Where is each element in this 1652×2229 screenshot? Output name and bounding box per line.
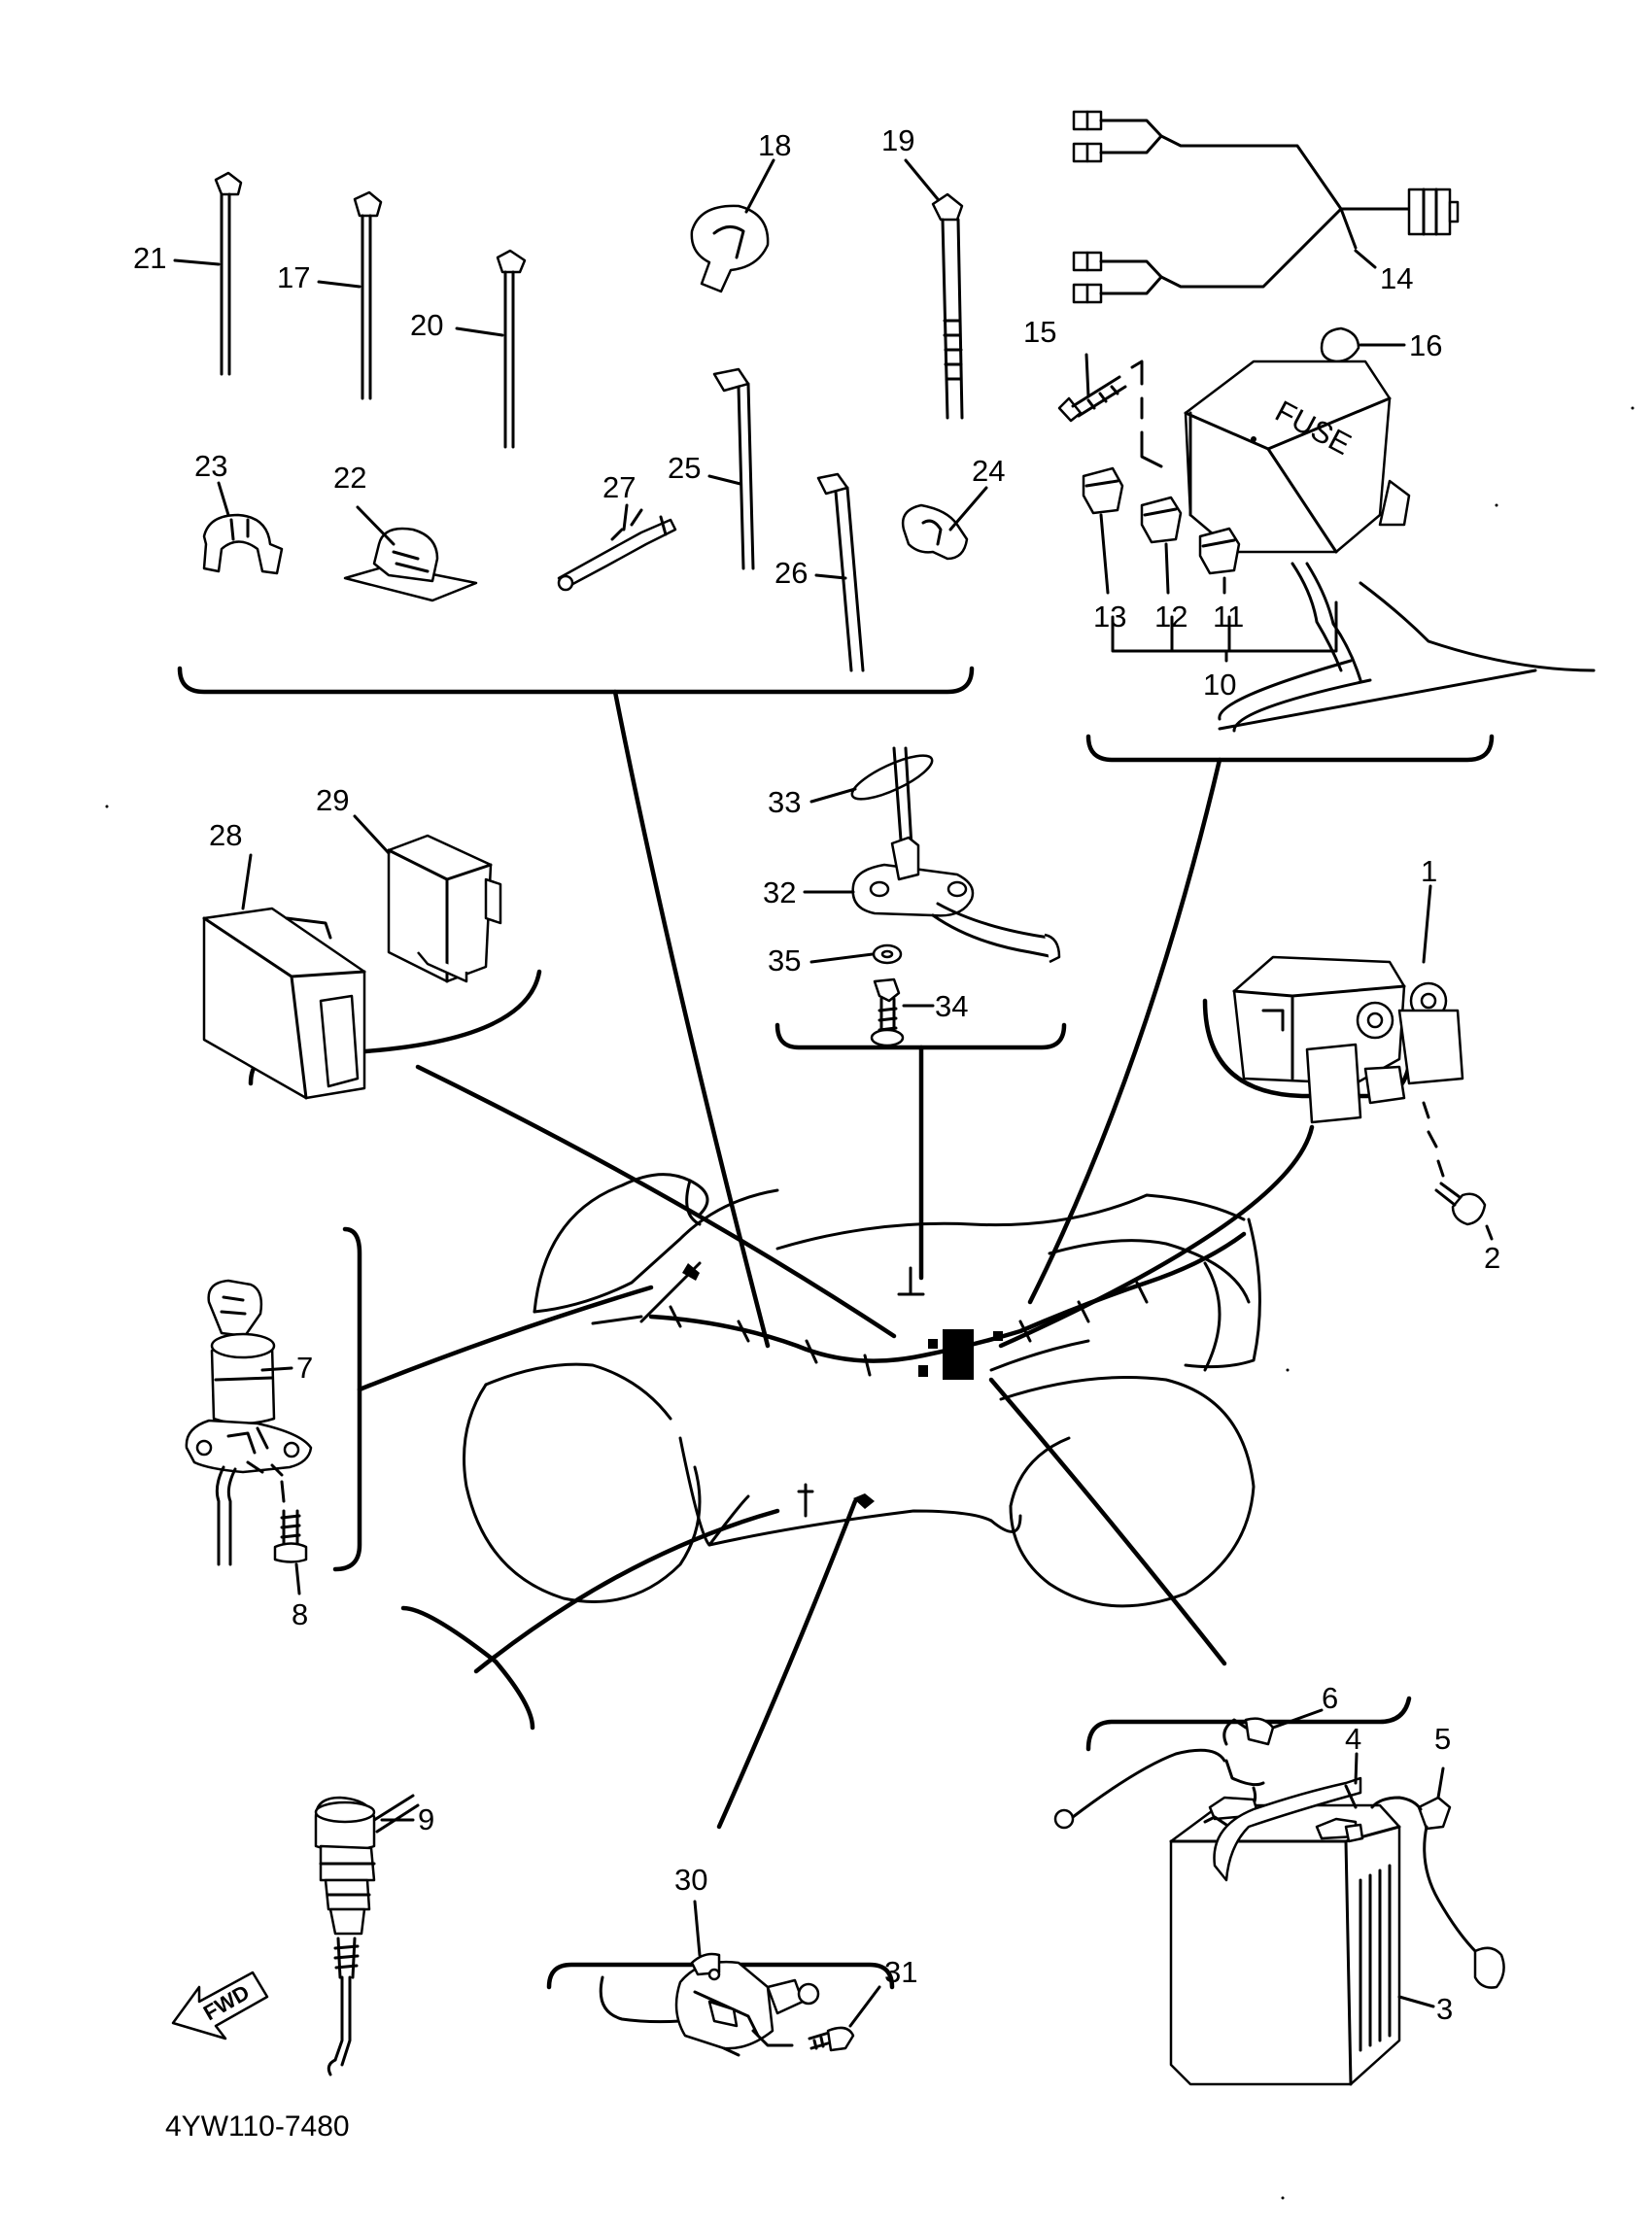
part-label-21: 21 xyxy=(133,241,166,275)
clamp-18 xyxy=(690,204,770,293)
screw-8 xyxy=(273,1509,308,1563)
central-relay-marker xyxy=(943,1329,974,1380)
part-label-26: 26 xyxy=(774,556,808,590)
sub-lead-14 xyxy=(1072,110,1460,304)
main-switch-7 xyxy=(185,1279,313,1566)
part-label-27: 27 xyxy=(602,470,636,504)
neutral-switch-9 xyxy=(314,1794,420,2076)
part-label-10: 10 xyxy=(1203,668,1236,702)
part-label-12: 12 xyxy=(1154,600,1187,634)
part-label-34: 34 xyxy=(935,989,968,1023)
fuse-13 xyxy=(1082,466,1124,515)
fuse-12 xyxy=(1140,496,1183,544)
cable-tie-20 xyxy=(496,249,527,449)
part-label-19: 19 xyxy=(881,123,914,157)
part-label-29: 29 xyxy=(316,783,349,817)
clamp-24 xyxy=(901,503,969,561)
bolt-2 xyxy=(1434,1182,1487,1226)
control-units-group xyxy=(202,834,502,1100)
clips-and-bands-group xyxy=(202,171,969,672)
leader-lines xyxy=(357,689,1315,1830)
group-brackets xyxy=(177,666,1495,1990)
bolt-34 xyxy=(870,977,905,1047)
clamp-27 xyxy=(557,508,677,592)
screw-15 xyxy=(1057,375,1127,423)
main-switch-group xyxy=(185,1279,313,1566)
cap-16 xyxy=(1320,326,1360,363)
component-30 xyxy=(599,1952,820,2057)
part-label-11: 11 xyxy=(1213,600,1244,634)
unit-28 xyxy=(202,907,366,1100)
scan-marks xyxy=(105,406,1635,2200)
fwd-arrow: FWD xyxy=(171,1971,269,2040)
cable-5 xyxy=(1370,1796,1505,1989)
cable-tie-17 xyxy=(353,190,383,400)
fuse-box-group: FUSE xyxy=(1057,110,1596,733)
part-label-24: 24 xyxy=(972,454,1005,488)
part-label-35: 35 xyxy=(768,943,801,977)
holder-22 xyxy=(343,527,478,602)
part-label-18: 18 xyxy=(758,128,791,162)
part-label-32: 32 xyxy=(763,875,796,909)
fuse-box-10: FUSE xyxy=(1184,360,1596,733)
part-label-1: 1 xyxy=(1421,854,1437,888)
part-label-6: 6 xyxy=(1322,1681,1338,1715)
diagram-code: 4YW110-7480 xyxy=(165,2110,350,2143)
part-labels: 1 2 3 4 5 6 7 8 9 10 11 12 13 14 15 16 1… xyxy=(133,123,1500,2028)
part-label-30: 30 xyxy=(674,1863,707,1897)
part-label-22: 22 xyxy=(333,461,366,495)
part-label-28: 28 xyxy=(209,818,242,852)
part-label-20: 20 xyxy=(410,308,443,342)
cable-tie-19 xyxy=(931,192,964,420)
part-label-9: 9 xyxy=(418,1802,434,1836)
motorcycle-outline xyxy=(463,1173,1261,1608)
part-label-5: 5 xyxy=(1434,1722,1451,1756)
part-label-23: 23 xyxy=(194,449,227,483)
cover-33 xyxy=(850,746,934,881)
screw-31 xyxy=(808,2026,855,2052)
starter-relay-group xyxy=(1232,955,1487,1226)
sensor-group: FWD 4YW110-7480 xyxy=(165,1794,420,2143)
battery-group xyxy=(1053,1717,1505,2086)
cable-tie-21 xyxy=(214,171,243,376)
clip-25 xyxy=(712,367,755,570)
holder-23 xyxy=(202,513,284,575)
washer-35 xyxy=(872,943,903,965)
part-label-16: 16 xyxy=(1409,328,1442,362)
switch-32 xyxy=(851,836,1061,964)
part-label-31: 31 xyxy=(884,1955,917,1989)
part-label-2: 2 xyxy=(1484,1241,1500,1275)
part-label-4: 4 xyxy=(1345,1722,1361,1756)
part-label-3: 3 xyxy=(1436,1992,1453,2026)
switch-group xyxy=(850,746,1061,1047)
part-label-7: 7 xyxy=(296,1351,313,1385)
part-label-8: 8 xyxy=(292,1597,308,1631)
part-label-14: 14 xyxy=(1380,261,1413,295)
starter-relay-1 xyxy=(1232,955,1464,1124)
relay-29 xyxy=(387,834,502,983)
part-label-25: 25 xyxy=(668,451,701,485)
part-label-33: 33 xyxy=(768,785,801,819)
clip-26 xyxy=(816,472,865,672)
band-4 xyxy=(1213,1776,1362,1882)
fuse-11 xyxy=(1198,527,1241,575)
part-label-17: 17 xyxy=(277,260,310,294)
battery-3 xyxy=(1169,1796,1401,2086)
horn-group xyxy=(599,1952,855,2057)
part-label-15: 15 xyxy=(1023,315,1056,349)
part-label-13: 13 xyxy=(1093,600,1126,634)
